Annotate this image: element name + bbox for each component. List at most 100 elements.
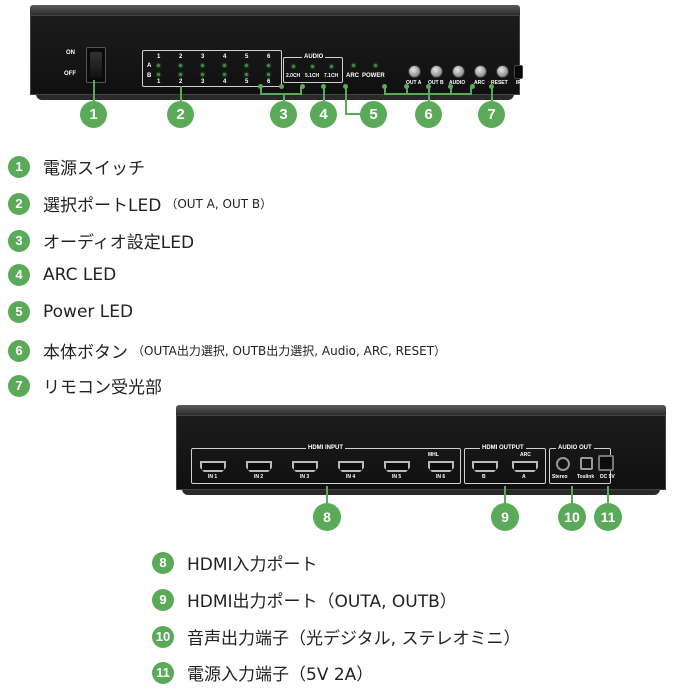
- connector-line: [406, 87, 408, 95]
- legend-label: リモコン受光部: [43, 378, 162, 398]
- device-top-cover: [30, 5, 520, 15]
- connector-line: [260, 87, 302, 95]
- hdmi-in-port-1[interactable]: [200, 461, 226, 472]
- callout-8: 8: [313, 503, 341, 531]
- legend-item: 10 音声出力端子（光デジタル, ステレオミニ）: [152, 624, 520, 649]
- legend-label: HDMI入力ポート: [187, 555, 318, 575]
- device-top-cover: [176, 405, 666, 415]
- legend-item: 9 HDMI出力ポート（OUTA, OUTB）: [152, 587, 457, 612]
- output-arc-label: ARC: [520, 452, 531, 458]
- legend-number: 4: [8, 264, 30, 286]
- legend-item: 5 Power LED: [8, 301, 133, 323]
- legend-label: Power LED: [43, 302, 134, 322]
- connector-line: [323, 86, 325, 102]
- led-51ch: [311, 65, 314, 68]
- connector-line: [571, 486, 573, 503]
- callout-10: 10: [558, 503, 586, 531]
- legend-item: 8 HDMI入力ポート: [152, 550, 318, 575]
- power-switch-rocker[interactable]: [90, 52, 102, 78]
- callout-4: 4: [310, 101, 337, 128]
- arc-button[interactable]: [474, 65, 487, 78]
- hdmi-in-port-6[interactable]: [428, 461, 454, 472]
- legend-label: オーディオ設定LED: [43, 233, 195, 253]
- connector-line: [491, 86, 493, 102]
- port-number: 1: [157, 79, 161, 85]
- legend-number: 11: [152, 661, 174, 684]
- connector-dot: [426, 84, 431, 89]
- connector-line: [93, 80, 95, 102]
- hdmi-input-title: HDMI INPUT: [306, 445, 345, 451]
- hdmi-out-port-b[interactable]: [472, 461, 498, 472]
- power-led: [374, 64, 377, 67]
- hdmi-in-port-3[interactable]: [292, 461, 318, 472]
- toslink-port[interactable]: [580, 457, 593, 470]
- legend-item: 6 本体ボタン （OUTA出力選択, OUTB出力選択, Audio, ARC,…: [8, 338, 446, 363]
- legend-number: 5: [8, 301, 30, 323]
- audio-mode-label: 7.1CH: [324, 73, 339, 79]
- hdmi-in-port-2[interactable]: [246, 461, 272, 472]
- toslink-label: Toslink: [577, 474, 595, 480]
- row-a-label: A: [147, 63, 152, 69]
- legend-number: 3: [8, 229, 30, 252]
- led-a4: [223, 64, 226, 67]
- connector-line: [180, 86, 182, 102]
- on-label: ON: [66, 50, 75, 56]
- connector-line: [326, 486, 328, 503]
- hdmi-out-port-a[interactable]: [512, 461, 538, 472]
- input-label: IN 1: [208, 474, 218, 480]
- button-label: AUDIO: [449, 80, 466, 86]
- connector-line: [428, 87, 430, 102]
- callout-5: 5: [360, 101, 387, 128]
- power-switch[interactable]: [86, 47, 106, 83]
- hdmi-in-port-4[interactable]: [338, 461, 364, 472]
- legend-number: 6: [8, 339, 30, 362]
- connector-line: [345, 86, 362, 115]
- legend-item: 11 電源入力端子（5V 2A）: [152, 660, 373, 685]
- port-number: 3: [201, 54, 205, 60]
- output-label: A: [522, 474, 526, 480]
- led-a2: [179, 64, 182, 67]
- legend-number: 10: [152, 625, 174, 648]
- legend-number: 9: [152, 588, 174, 611]
- led-b1: [157, 73, 160, 76]
- output-label: B: [482, 474, 486, 480]
- input-label: IN 4: [346, 474, 356, 480]
- button-label: ARC: [474, 80, 485, 86]
- legend-number: 8: [152, 551, 174, 574]
- led-a1: [157, 64, 160, 67]
- led-b2: [179, 73, 182, 76]
- input-label: IN 5: [392, 474, 402, 480]
- stereo-mini-jack[interactable]: [556, 457, 570, 471]
- connector-line: [607, 486, 609, 503]
- legend-number: 1: [8, 155, 30, 178]
- device-foot: [182, 487, 660, 495]
- connector-dot: [279, 84, 284, 89]
- port-number: 5: [245, 54, 249, 60]
- port-number: 1: [157, 54, 161, 60]
- port-number: 2: [179, 54, 183, 60]
- reset-button[interactable]: [496, 65, 509, 78]
- legend-item: 7 リモコン受光部: [8, 373, 162, 398]
- legend-label: ARC LED: [43, 265, 117, 285]
- out-a-button[interactable]: [408, 65, 421, 78]
- row-b-label: B: [147, 73, 152, 79]
- led-a3: [201, 64, 204, 67]
- callout-3: 3: [270, 101, 297, 128]
- audio-button[interactable]: [452, 65, 465, 78]
- hdmi-in-port-5[interactable]: [384, 461, 410, 472]
- port-number: 6: [267, 54, 271, 60]
- legend-number: 7: [8, 374, 30, 397]
- led-b3: [201, 73, 204, 76]
- led-b5: [245, 73, 248, 76]
- callout-6: 6: [415, 101, 442, 128]
- port-number: 4: [223, 54, 227, 60]
- audio-setting-led-group: 2.0CH 5.1CH 7.1CH: [283, 57, 343, 83]
- ir-label: IR: [516, 80, 521, 86]
- led-2ch: [292, 65, 295, 68]
- dc-power-jack[interactable]: [598, 455, 614, 471]
- legend-note: （OUT A, OUT B）: [165, 197, 273, 211]
- arc-led: [352, 64, 355, 67]
- connector-line: [283, 94, 285, 102]
- button-label: RESET: [491, 80, 508, 86]
- out-b-button[interactable]: [430, 65, 443, 78]
